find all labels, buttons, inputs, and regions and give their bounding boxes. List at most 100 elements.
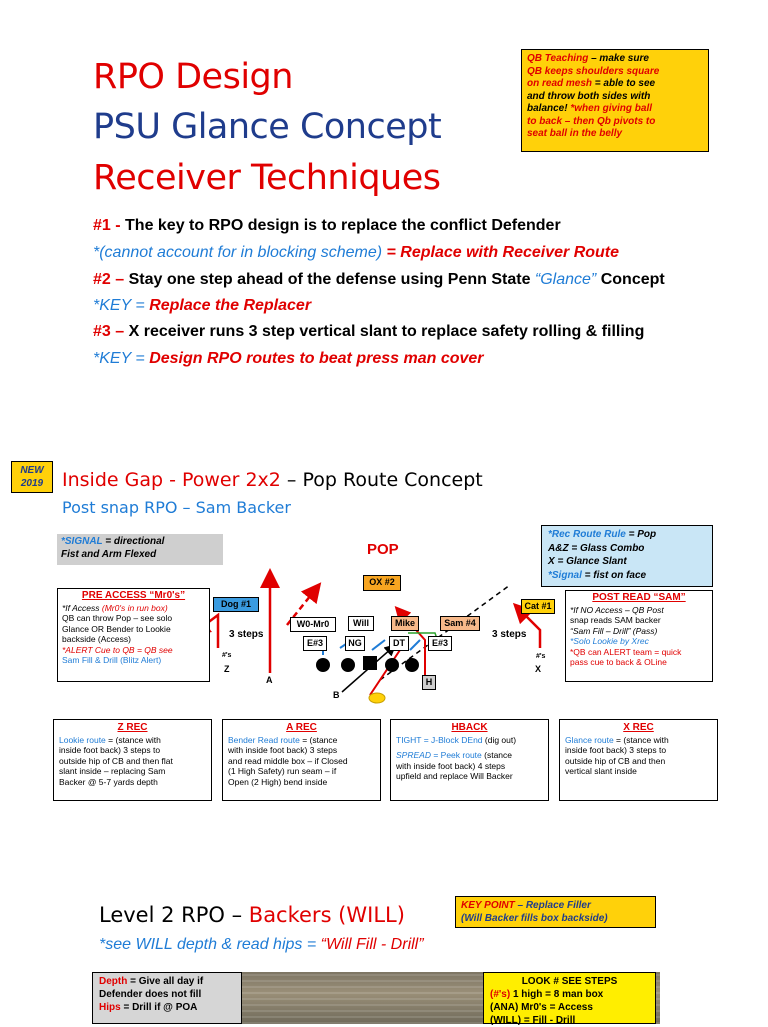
post-read-text: pass cue to back & OLine xyxy=(570,657,667,667)
point-text: The key to RPO design is to replace the … xyxy=(125,217,561,234)
point-2-detail: *KEY = Replace the Replacer xyxy=(93,297,311,315)
point-number: #1 - xyxy=(93,217,126,234)
qb-note-text: balance! xyxy=(527,103,568,114)
a-rec-text: = (stance xyxy=(299,734,338,745)
section3-subtitle-part: “Will Fill - Drill” xyxy=(320,936,424,953)
point-number: #2 – xyxy=(93,271,129,288)
section-title-part: – Pop Route Concept xyxy=(280,469,483,491)
depth-box: Depth = Give all day if Defender does no… xyxy=(92,972,242,1024)
end-left-tag: E#3 xyxy=(303,636,327,651)
post-read-text: snap reads SAM backer xyxy=(570,615,661,625)
point-number: #3 – xyxy=(93,323,129,340)
a-rec-text: and read middle box – if Closed xyxy=(228,755,348,766)
dog1-tag: Dog #1 xyxy=(213,597,259,612)
point-3: #3 – X receiver runs 3 step vertical sla… xyxy=(93,323,644,341)
new-2019-badge: NEW 2019 xyxy=(11,461,53,493)
ox2-tag: OX #2 xyxy=(363,575,401,591)
route-rule-text: *Rec Route Rule xyxy=(548,529,626,540)
hback-text: (stance xyxy=(481,750,513,760)
hback-text: (dig out) xyxy=(482,734,517,745)
point-text: Concept xyxy=(596,271,665,288)
hback-text: with inside foot back) 4 steps xyxy=(396,760,506,771)
hash-right-label: #'s xyxy=(536,653,546,660)
pre-access-text: *ALERT Cue to QB = QB see xyxy=(62,644,173,655)
look-box-text: 1 high = 8 man box xyxy=(510,989,604,1000)
a-label: A xyxy=(266,675,273,685)
look-box-text: (ANA) Mr0's = Access xyxy=(490,1002,593,1013)
point-1-detail: *(cannot account for in blocking scheme)… xyxy=(93,244,619,262)
point-text: *(cannot account for in blocking scheme) xyxy=(93,244,383,261)
section-subtitle-post-snap: Post snap RPO – Sam Backer xyxy=(62,498,291,517)
z-label: Z xyxy=(224,664,230,674)
point-2: #2 – Stay one step ahead of the defense … xyxy=(93,271,665,289)
point-text: Design RPO routes to beat press man cove… xyxy=(149,350,484,367)
will-tag: Will xyxy=(348,616,374,631)
signal-text: *SIGNAL xyxy=(61,536,103,547)
post-read-box: POST READ “SAM” *If NO Access – QB Post … xyxy=(565,590,713,682)
qb-teaching-note: QB Teaching – make sure QB keeps shoulde… xyxy=(521,49,709,152)
cat1-tag: Cat #1 xyxy=(521,599,555,614)
point-text: *KEY = xyxy=(93,350,150,367)
a-rec-text: with inside foot back) 3 steps xyxy=(228,745,338,755)
post-read-title: POST READ “SAM” xyxy=(592,592,686,603)
post-read-text: *QB can ALERT team = quick xyxy=(570,646,682,657)
z-rec-text: slant inside – replacing Sam xyxy=(59,766,166,776)
h-tag: H xyxy=(422,675,436,690)
look-box-text: (WILL) = Fill - Drill xyxy=(490,1015,576,1026)
qb-note-text: – make sure xyxy=(588,53,649,64)
point-1: #1 - The key to RPO design is to replace… xyxy=(93,217,561,235)
pre-access-text: Sam Fill & Drill (Blitz Alert) xyxy=(62,655,162,665)
qb-note-text: to back – then Qb pivots to xyxy=(527,115,656,127)
qb-note-text: seat ball in the belly xyxy=(527,128,623,139)
sam4-tag: Sam #4 xyxy=(440,616,480,631)
qb-teaching-label: QB Teaching xyxy=(527,53,589,64)
point-text: X receiver runs 3 step vertical slant to… xyxy=(128,323,645,340)
qb-note-text: *when giving ball xyxy=(567,103,653,114)
hback-title: HBACK xyxy=(451,722,488,733)
depth-text: Defender does not fill xyxy=(99,989,202,1000)
mike-tag: Mike xyxy=(391,616,419,631)
pre-access-title: PRE ACCESS “Mr0's” xyxy=(81,590,186,601)
hback-text: = Peek route xyxy=(430,750,482,760)
z-rec-title: Z REC xyxy=(117,722,148,733)
x-rec-title: X REC xyxy=(623,722,654,733)
b-label: B xyxy=(333,690,340,700)
football xyxy=(368,692,386,704)
route-rule-text: X = Glance Slant xyxy=(548,556,627,567)
x-rec-text: = (stance with xyxy=(613,734,669,745)
qb-note-text: and throw both sides with xyxy=(527,90,651,102)
hback-text: upfield and replace Will Backer xyxy=(396,771,513,781)
signal-text: = directional xyxy=(102,536,165,547)
key-point-box: KEY POINT – Replace Filler (Will Backer … xyxy=(455,896,656,928)
z-rec-text: Lookie route xyxy=(59,734,106,745)
pre-access-box: PRE ACCESS “Mr0's” *If Access (Mr0's in … xyxy=(57,588,210,682)
look-box-text: (#'s) xyxy=(490,989,511,1000)
a-rec-box: A REC Bender Read route = (stance with i… xyxy=(222,719,381,801)
look-box-title: LOOK # SEE STEPS xyxy=(521,976,618,987)
steps-right-label: 3 steps xyxy=(492,629,527,640)
dt-tag: DT xyxy=(389,636,409,651)
section3-subtitle: *see WILL depth & read hips = “Will Fill… xyxy=(99,936,424,954)
x-route-line xyxy=(512,602,542,648)
a-rec-title: A REC xyxy=(286,722,317,733)
depth-text: Hips xyxy=(99,1002,121,1013)
point-text: “Glance” xyxy=(534,271,597,288)
lineman xyxy=(341,658,355,672)
post-read-text: *Solo Lookie by Xrec xyxy=(570,636,649,646)
lineman xyxy=(405,658,419,672)
x-rec-text: Glance route xyxy=(565,734,614,745)
point-text: Replace the Replacer xyxy=(149,297,312,314)
title-rpo-design: RPO Design xyxy=(93,57,293,97)
key-point-text: KEY POINT xyxy=(461,900,515,911)
pre-access-text: Glance OR Bender to Lookie xyxy=(62,623,171,634)
section-title-part: Backers (WILL) xyxy=(248,903,405,927)
signal-text: Fist and Arm Flexed xyxy=(61,549,157,560)
pre-access-text: (Mr0's in run box) xyxy=(101,602,168,613)
title-psu-glance: PSU Glance Concept xyxy=(93,107,442,147)
hback-text: = J-Block DEnd xyxy=(421,734,483,745)
z-rec-box: Z REC Lookie route = (stance with inside… xyxy=(53,719,212,801)
key-point-text: – Replace Filler xyxy=(514,900,591,911)
depth-text: Depth xyxy=(99,976,128,987)
z-rec-text: outside hip of CB and then flat xyxy=(59,755,173,766)
section-title-level2: Level 2 RPO – Backers (WILL) xyxy=(99,903,405,927)
